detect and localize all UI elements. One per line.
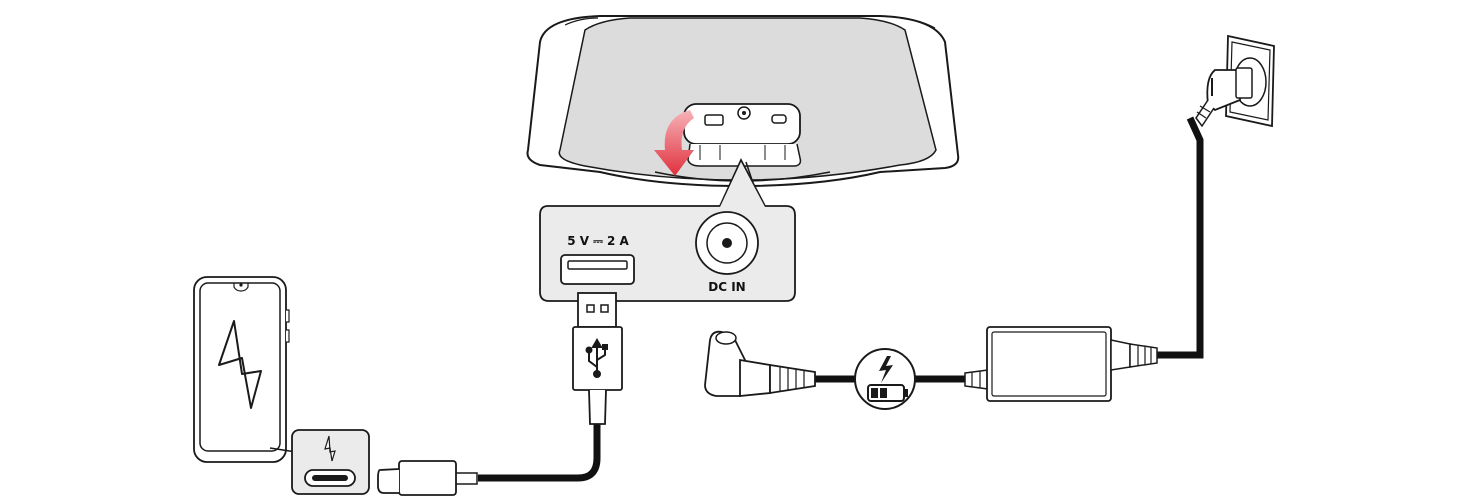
- usb-c-port-callout: [291, 429, 370, 495]
- dc-in-label: DC IN: [708, 280, 745, 294]
- curved-arrow-down-icon: [654, 110, 694, 176]
- usb-rating-label: 5 V ⎓ 2 A: [567, 234, 629, 248]
- lightning-icon: [218, 320, 262, 409]
- wall-outlet: [1195, 34, 1275, 128]
- port-panel: 5 V ⎓ 2 A DC IN: [539, 157, 796, 302]
- speaker: [526, 15, 960, 188]
- usb-trident-icon: [585, 337, 608, 378]
- dc-in-port: [695, 211, 759, 275]
- smartphone: [193, 276, 290, 463]
- usb-cable: [377, 292, 623, 496]
- lightning-icon: [324, 435, 336, 462]
- power-adapter-cable: [704, 116, 1204, 410]
- charging-battery-icon: [854, 348, 916, 410]
